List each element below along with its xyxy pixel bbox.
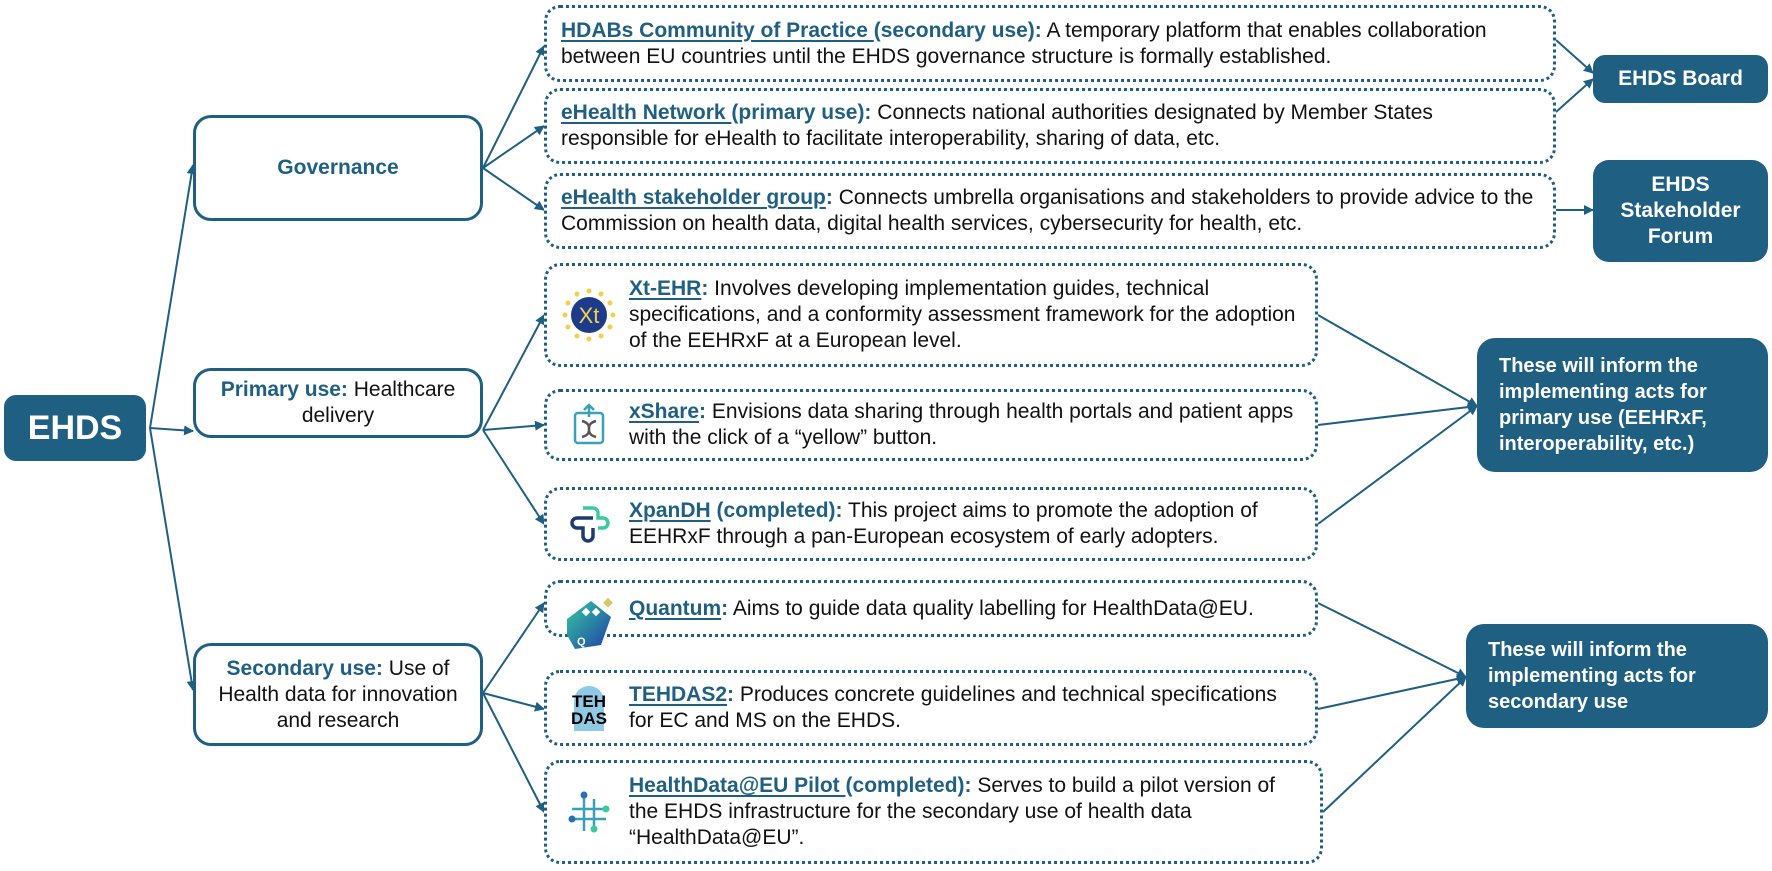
hdabs-qualifier: (secondary use): [873,18,1042,42]
outcome-stakeholder-forum: EHDS Stakeholder Forum [1593,160,1768,262]
quantum-link[interactable]: Quantum [629,596,722,620]
secondary-acts-label: These will inform the implementing acts … [1488,639,1696,713]
xpandh-logo-icon [561,496,617,552]
xt-ehr-qualifier: : [701,277,709,300]
secondary-item-quantum: Q Quantum: Aims to guide data quality la… [544,580,1318,649]
primary-acts-label: These will inform the implementing acts … [1499,355,1707,455]
healthdata-eu-link[interactable]: HealthData@EU Pilot [629,774,846,797]
xt-ehr-desc: Involves developing implementation guide… [629,277,1296,352]
root-node-ehds: EHDS [4,395,146,461]
svg-text:Xt: Xt [579,303,600,328]
secondary-use-title: Secondary use: [226,656,383,680]
healthdata-eu-qualifier: (completed): [845,774,972,797]
stakeholder-group-link[interactable]: eHealth stakeholder group [561,186,826,209]
hdabs-link[interactable]: HDABs Community of Practice [561,18,874,42]
ehealth-network-link[interactable]: eHealth Network [561,101,732,124]
category-governance: Governance [193,115,483,221]
outcome-ehds-board: EHDS Board [1593,55,1768,103]
svg-text:DAS: DAS [571,709,607,728]
primary-use-title: Primary use: [220,378,348,401]
governance-title: Governance [277,156,399,179]
svg-text:Q: Q [577,636,586,648]
secondary-use-desc: Use of Health data for innovation and re… [218,656,458,732]
healthdata-eu-logo-icon [561,784,617,840]
hdabs-desc: A temporary platform that enables collab… [561,18,1487,68]
primary-item-xshare: xShare: Envisions data sharing through h… [544,389,1318,461]
svg-text:TEH: TEH [572,692,606,711]
category-primary-use: Primary use: Healthcare delivery [193,368,483,438]
tehdas2-desc: Produces concrete guidelines and technic… [629,683,1277,732]
governance-item-ehealth-network: eHealth Network (primary use): Connects … [544,88,1556,164]
ehds-board-label: EHDS Board [1618,67,1743,90]
outcome-primary-implementing-acts: These will inform the implementing acts … [1477,338,1768,472]
secondary-item-tehdas2: TEH DAS TEHDAS2: Produces concrete guide… [544,670,1318,746]
tehdas2-qualifier: : [727,683,735,706]
xshare-link[interactable]: xShare [629,400,700,423]
xpandh-qualifier: (completed): [710,499,843,522]
xshare-logo-icon [561,397,617,453]
xpandh-desc: This project aims to promote the adoptio… [629,499,1258,548]
tehdas2-link[interactable]: TEHDAS2 [629,683,728,706]
primary-use-desc: Healthcare delivery [301,378,456,427]
quantum-qualifier: : [721,596,729,620]
governance-item-hdabs: HDABs Community of Practice (secondary u… [544,5,1556,82]
xshare-qualifier: : [699,400,707,423]
quantum-desc: Aims to guide data quality labelling for… [728,596,1254,620]
ehealth-network-qualifier: (primary use): [731,101,872,124]
stakeholder-group-desc: Connects umbrella organisations and stak… [561,186,1534,235]
xshare-desc: Envisions data sharing through health po… [629,400,1294,449]
stakeholder-forum-label: EHDS Stakeholder Forum [1620,173,1741,248]
healthdata-eu-desc: Serves to build a pilot version of the E… [629,774,1276,849]
xt-ehr-logo-icon: Xt [561,287,617,343]
root-label: EHDS [27,408,123,447]
xt-ehr-link[interactable]: Xt-EHR [629,277,702,300]
stakeholder-group-qualifier: : [825,186,833,209]
category-secondary-use: Secondary use: Use of Health data for in… [193,643,483,746]
xpandh-link[interactable]: XpanDH [629,499,711,522]
primary-item-xt-ehr: Xt Xt-EHR: Involves developing implement… [544,263,1318,367]
primary-item-xpandh: XpanDH (completed): This project aims to… [544,487,1318,561]
outcome-secondary-implementing-acts: These will inform the implementing acts … [1466,624,1768,728]
governance-item-stakeholder-group: eHealth stakeholder group: Connects umbr… [544,173,1556,249]
tehdas2-logo-icon: TEH DAS [561,680,617,736]
secondary-item-healthdata-eu-pilot: HealthData@EU Pilot (completed): Serves … [544,760,1323,864]
ehealth-network-desc: Connects national authorities designated… [561,101,1433,150]
quantum-logo-icon: Q [561,595,617,651]
